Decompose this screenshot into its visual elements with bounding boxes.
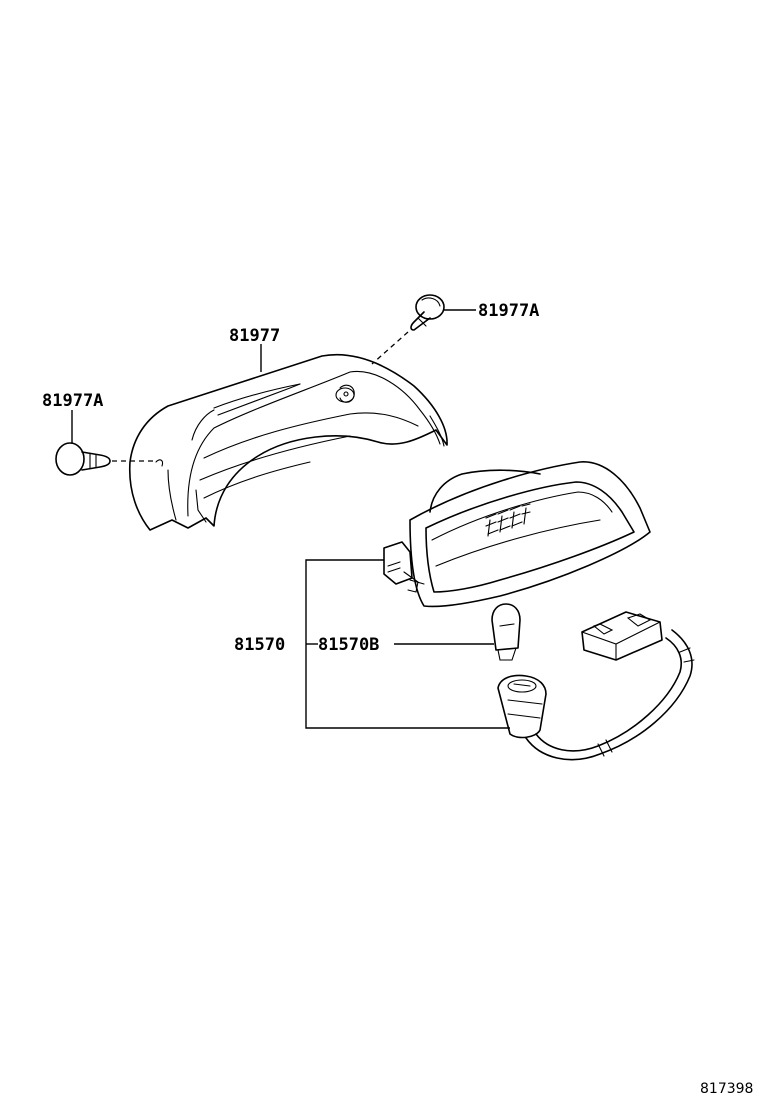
callout-81977A-left: 81977A: [42, 391, 103, 411]
bulb-illustration: [491, 603, 521, 661]
clip-left-illustration: [55, 442, 156, 476]
clip-right-illustration: [371, 294, 445, 365]
diagram-id: 817398: [700, 1081, 753, 1097]
lamp-assembly-illustration: [383, 461, 651, 608]
leader-lines: [71, 309, 510, 729]
callout-81977A-right: 81977A: [478, 301, 539, 321]
callout-81570B-bulb: 81570B: [318, 635, 379, 655]
cover-81977-illustration: [128, 354, 448, 531]
callout-81570-lamp: 81570: [234, 635, 285, 655]
socket-harness-illustration: [497, 611, 695, 761]
callout-81977-cover: 81977: [229, 326, 280, 346]
